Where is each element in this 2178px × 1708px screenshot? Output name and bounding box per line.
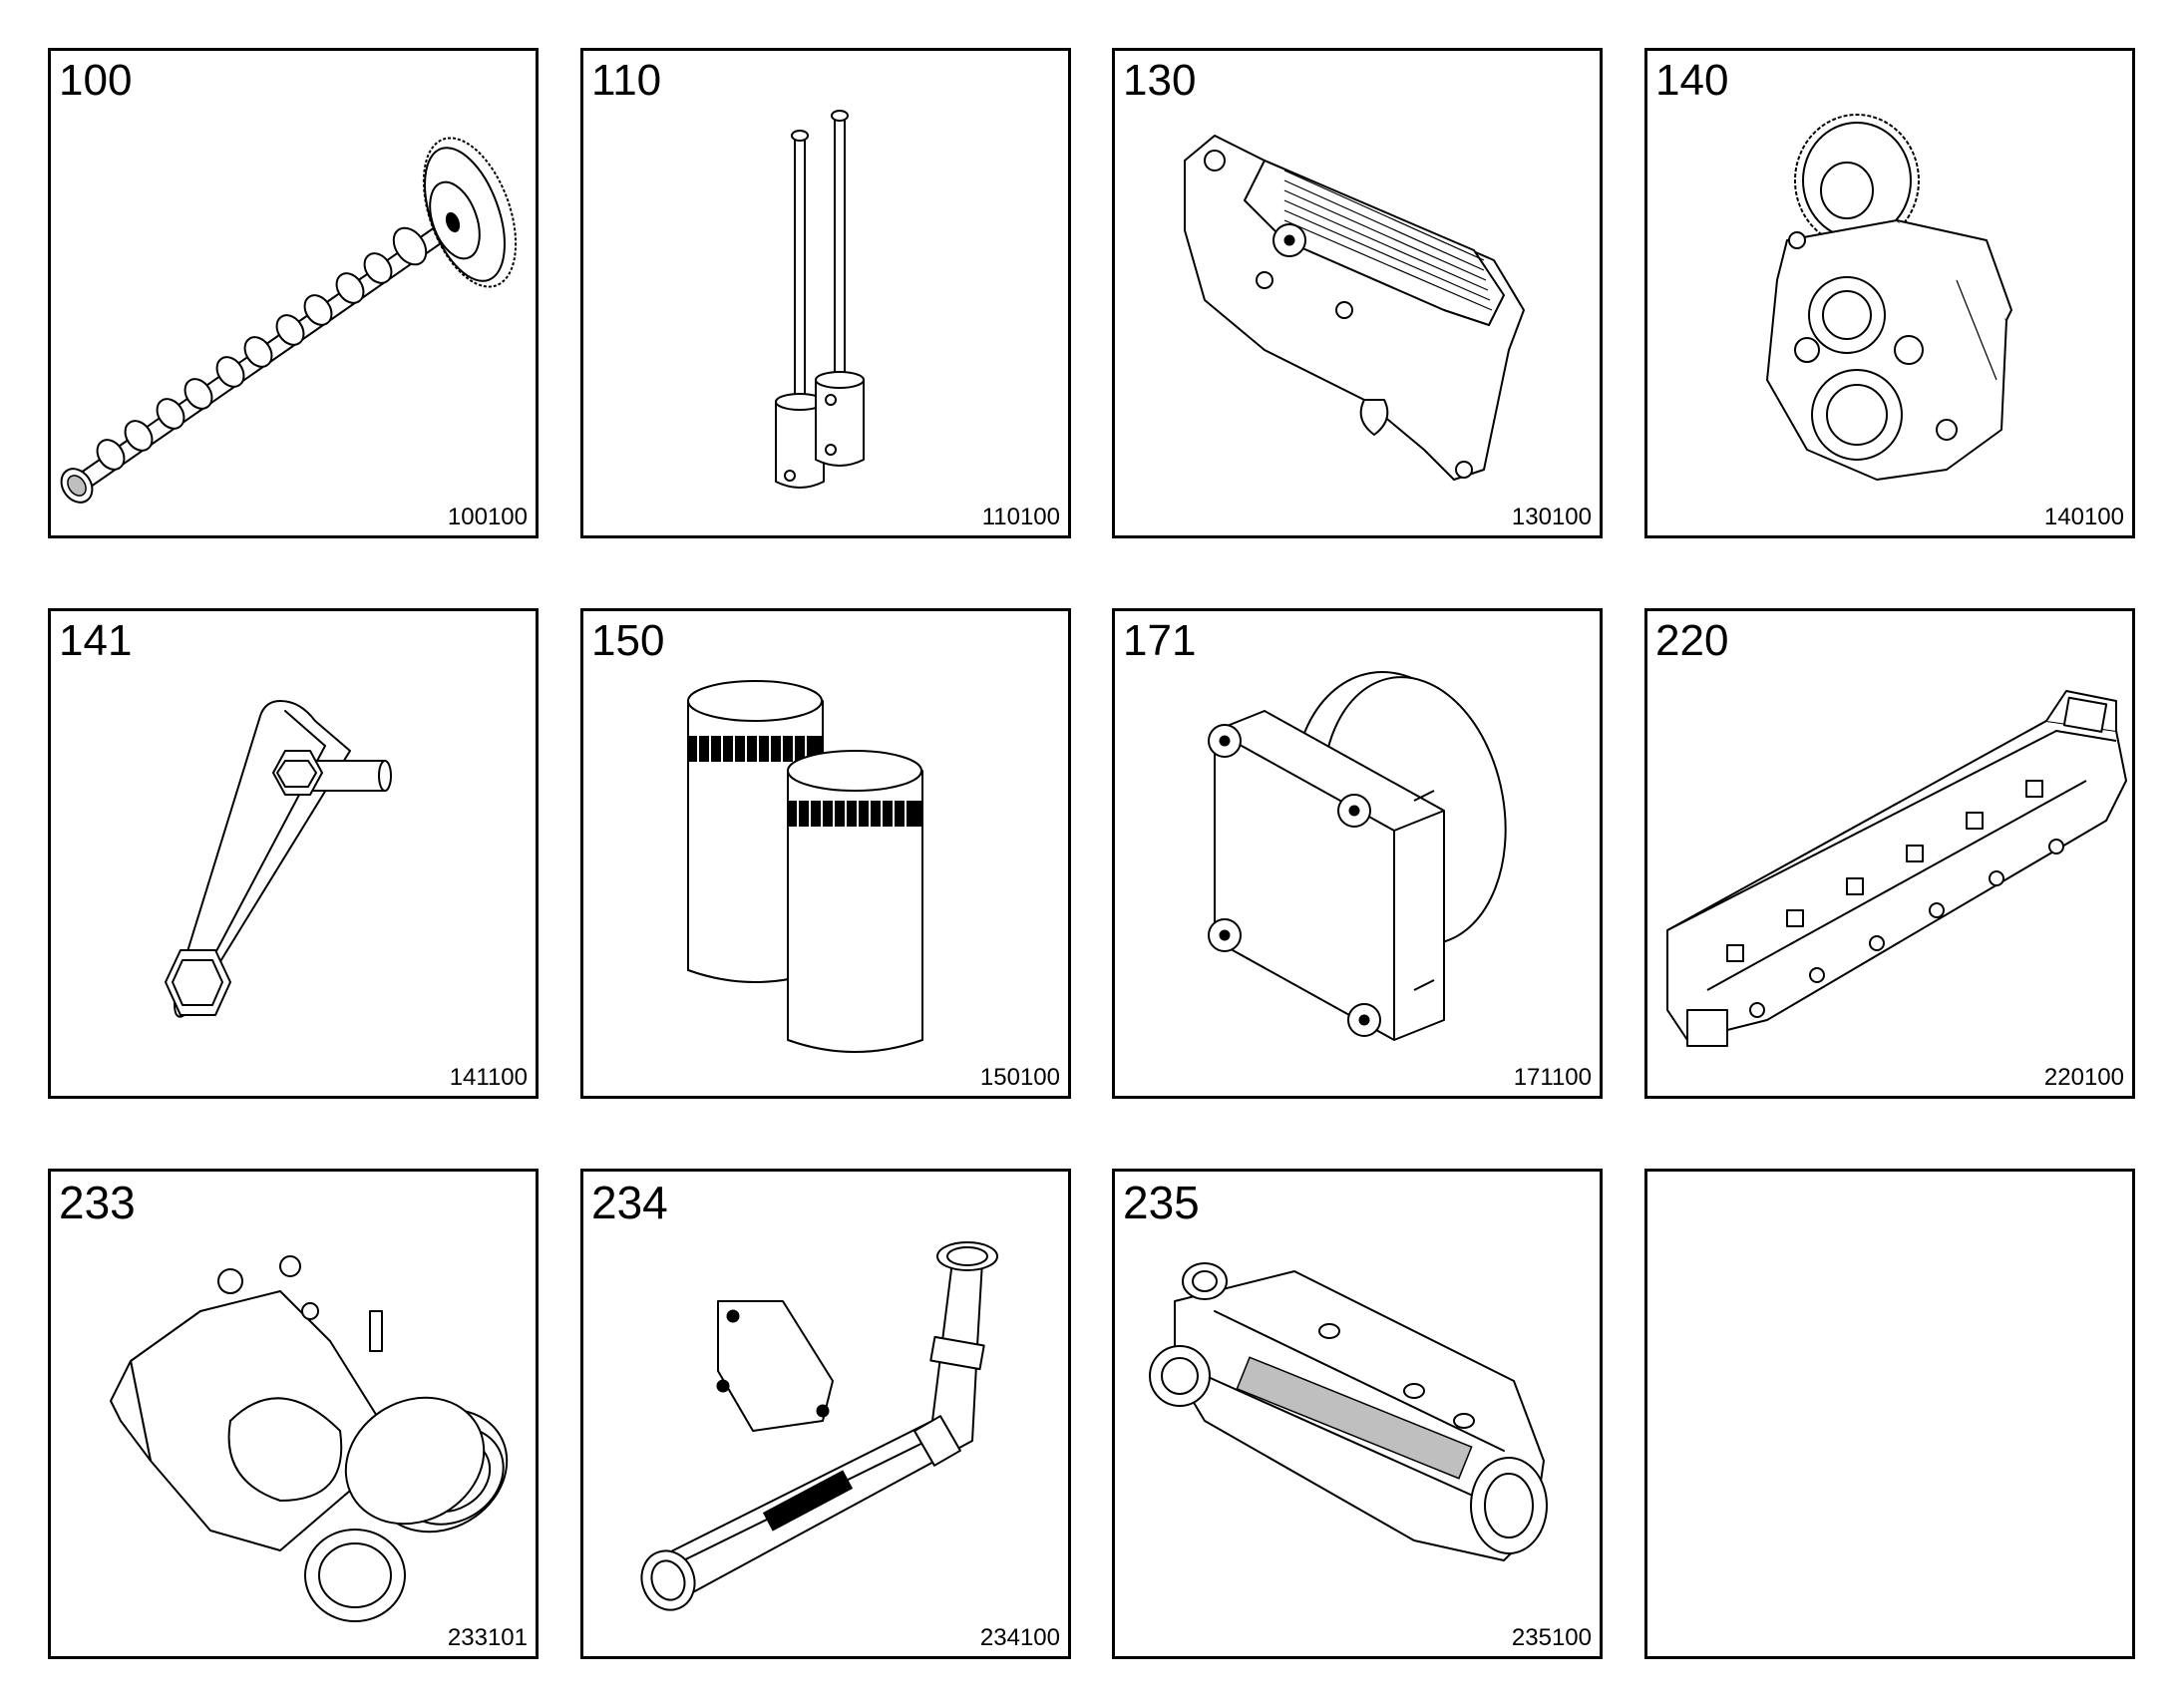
part-tile-220[interactable]: 220 220100	[1644, 608, 2135, 1099]
figure-number: 235	[1123, 1177, 1200, 1228]
push-rod-icon	[583, 51, 1068, 535]
intake-elbow-icon	[51, 1172, 536, 1656]
part-tile-233[interactable]: 233 233101	[48, 1169, 539, 1659]
figure-code: 100100	[447, 504, 528, 530]
part-tile-100[interactable]: 100 100100	[48, 48, 539, 538]
part-tile-234[interactable]: 234 234100	[580, 1169, 1071, 1659]
figure-number: 220	[1655, 616, 1729, 665]
figure-code: 141100	[449, 1064, 528, 1091]
part-tile-141[interactable]: 141 141100	[48, 608, 539, 1099]
figure-code: 235100	[1511, 1624, 1592, 1651]
figure-code: 234100	[979, 1624, 1060, 1651]
flange-icon	[1115, 611, 1600, 1096]
figure-number: 100	[59, 56, 133, 105]
figure-number: 141	[59, 616, 133, 665]
figure-code: 233101	[447, 1624, 528, 1651]
figure-number: 130	[1123, 56, 1197, 105]
figure-number: 110	[591, 56, 662, 105]
part-tile-140[interactable]: 140 140100	[1644, 48, 2135, 538]
part-tile-235[interactable]: 235 235100	[1112, 1169, 1603, 1659]
figure-code: 171100	[1513, 1064, 1592, 1091]
rocker-housing-icon	[1115, 51, 1600, 535]
figure-code: 130100	[1511, 504, 1592, 530]
part-tile-150[interactable]: 150 150100	[580, 608, 1071, 1099]
figure-number: 171	[1123, 616, 1197, 665]
gear-housing-icon	[1647, 51, 2132, 535]
bracket-icon	[51, 611, 536, 1096]
figure-code: 150100	[979, 1064, 1060, 1091]
empty-tile	[1644, 1169, 2135, 1659]
manifold-icon	[1647, 611, 2132, 1096]
intake-manifold-icon	[1115, 1172, 1600, 1656]
figure-code: 220100	[2043, 1064, 2124, 1091]
figure-number: 150	[591, 616, 665, 665]
figure-code: 110100	[981, 504, 1060, 530]
charge-air-pipe-icon	[583, 1172, 1068, 1656]
figure-number: 234	[591, 1177, 668, 1228]
camshaft-icon	[51, 51, 536, 535]
part-tile-130[interactable]: 130 130100	[1112, 48, 1603, 538]
part-tile-110[interactable]: 110 110100	[580, 48, 1071, 538]
filter-icon	[583, 611, 1068, 1096]
part-tile-171[interactable]: 171 171100	[1112, 608, 1603, 1099]
figure-code: 140100	[2043, 504, 2124, 530]
figure-number: 233	[59, 1177, 136, 1228]
figure-number: 140	[1655, 56, 1729, 105]
